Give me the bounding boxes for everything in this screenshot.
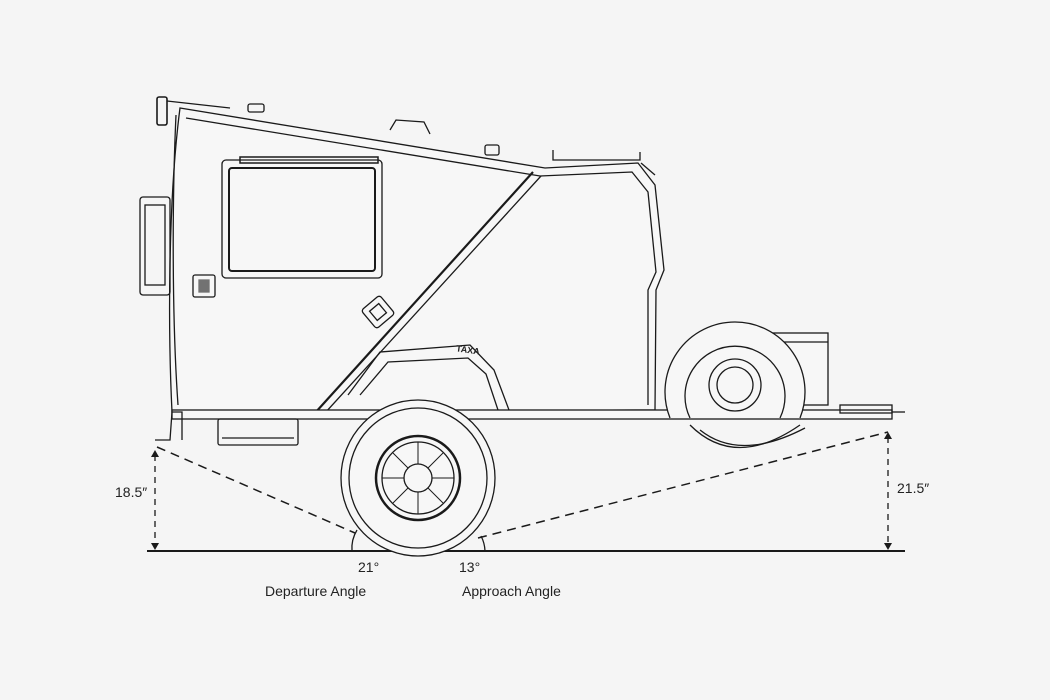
departure-angle-value: 21° [358, 559, 380, 575]
hatch-handle [361, 295, 395, 329]
departure-angle-line [156, 446, 356, 534]
approach-arc [480, 535, 486, 552]
main-wheel [340, 399, 496, 557]
approach-angle-line [477, 431, 889, 539]
departure-angle-label: Departure Angle [265, 583, 367, 599]
approach-angle-value: 13° [459, 559, 481, 575]
door-handle [192, 274, 216, 298]
approach-angle-label: Approach Angle [462, 583, 561, 599]
window [221, 159, 383, 279]
front-height-label: 21.5″ [897, 480, 930, 496]
departure-arc [351, 529, 358, 552]
spare-tire [664, 321, 806, 449]
trailer-body [139, 96, 905, 446]
tail-light [139, 196, 171, 296]
fender [347, 344, 513, 419]
rear-height-label: 18.5″ [115, 484, 148, 500]
